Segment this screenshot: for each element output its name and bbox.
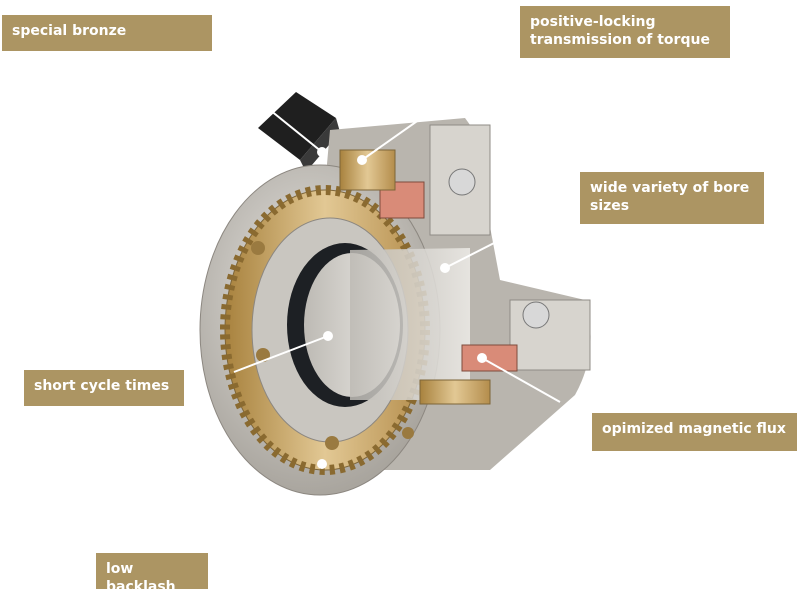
label-positive-locking: positive-locking transmission of torque	[520, 6, 730, 58]
label-short-cycle: short cycle times	[24, 370, 184, 406]
cutaway-section	[339, 149, 550, 405]
leader-lines	[233, 109, 561, 469]
bore	[287, 243, 470, 407]
label-low-backlash: low backlash	[96, 553, 208, 595]
label-special-bronze: special bronze	[2, 15, 212, 51]
label-magnetic-flux: opimized magnetic flux	[592, 413, 797, 451]
label-bore-sizes: wide variety of bore sizes	[580, 172, 764, 224]
